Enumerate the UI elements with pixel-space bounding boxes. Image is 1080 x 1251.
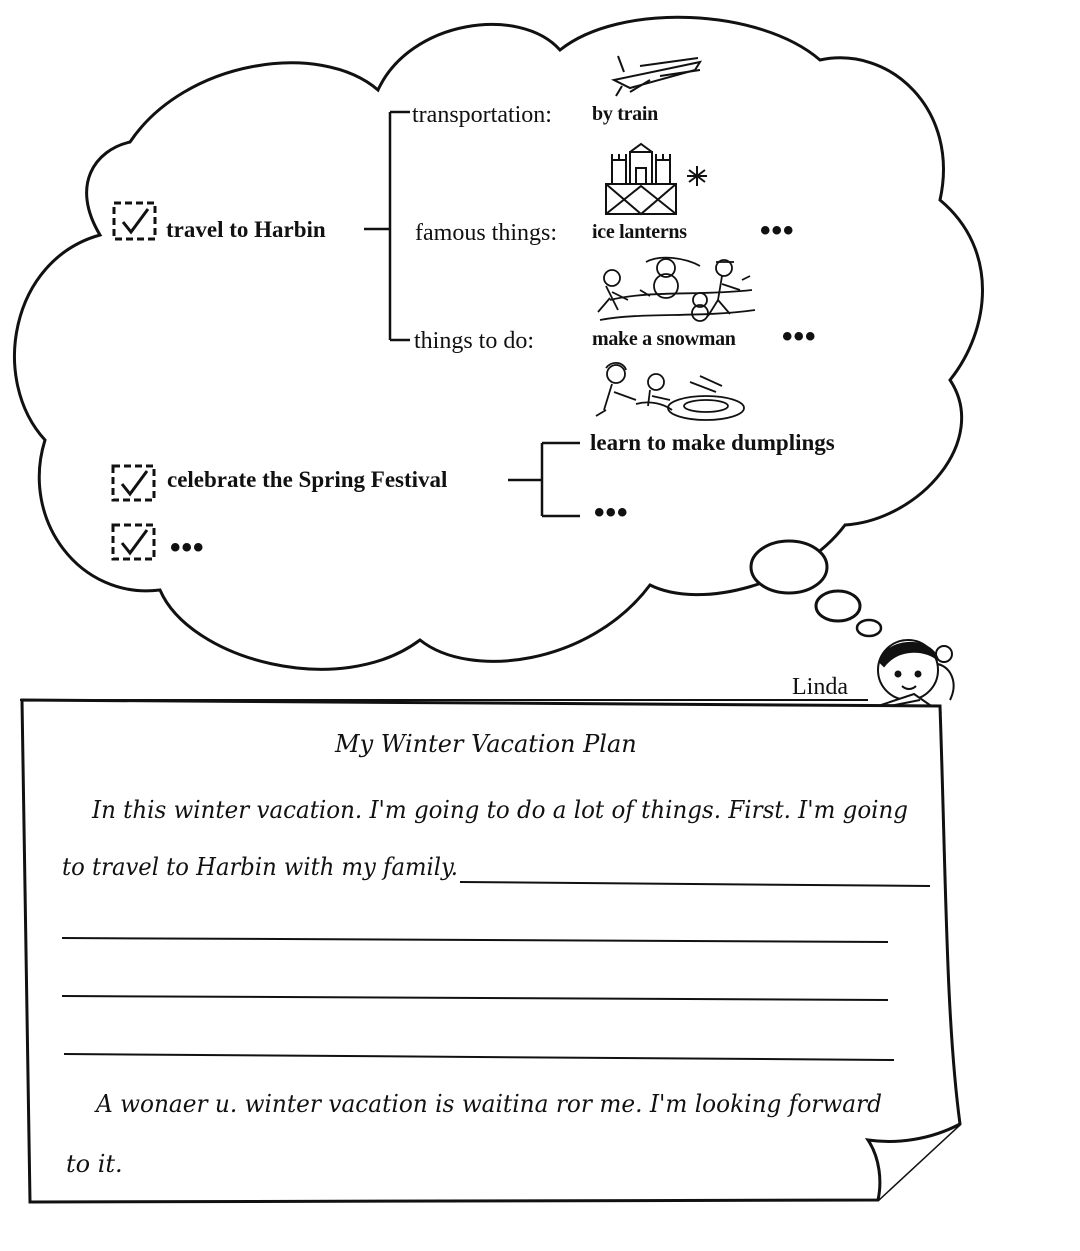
branch-value-make-snowman: make a snowman xyxy=(592,328,736,350)
branch-more-famous: ••• xyxy=(760,214,795,247)
family-dumplings-icon xyxy=(595,362,745,421)
note-line-1: In this winter vacation. I'm going to do… xyxy=(91,796,908,824)
item-travel-label: travel to Harbin xyxy=(166,217,326,242)
checkbox-travel xyxy=(112,201,157,241)
writing-line-4[interactable] xyxy=(63,1053,895,1061)
branch-more-todo: ••• xyxy=(782,320,817,353)
writing-line-1[interactable] xyxy=(459,881,931,887)
thought-bubble-medium xyxy=(814,589,862,623)
branch-key-transportation: transportation: xyxy=(412,102,552,128)
note-closing-line-2: to it. xyxy=(66,1150,123,1178)
item-more-label: ••• xyxy=(170,531,205,564)
thought-cloud xyxy=(13,15,984,671)
thought-bubble-small xyxy=(855,618,883,638)
train-icon xyxy=(610,55,703,97)
branch-key-things-to-do: things to do: xyxy=(414,328,534,354)
travel-branch-bracket xyxy=(364,110,410,342)
branch-value-ice-lanterns: ice lanterns xyxy=(592,221,687,243)
branch-value-dumplings: learn to make dumplings xyxy=(590,430,835,455)
thought-bubble-large xyxy=(749,539,829,595)
writing-line-3[interactable] xyxy=(61,995,889,1001)
ice-lantern-castle-icon xyxy=(605,142,707,216)
writing-line-2[interactable] xyxy=(61,937,889,943)
character-name: Linda xyxy=(792,674,848,700)
note-line-2: to travel to Harbin with my family. xyxy=(62,853,458,881)
branch-more-spring: ••• xyxy=(594,496,629,529)
branch-value-by-train: by train xyxy=(592,103,658,125)
note-curled-corner xyxy=(864,1122,961,1201)
note-title: My Winter Vacation Plan xyxy=(334,730,637,758)
children-snowman-icon xyxy=(597,256,756,322)
checkbox-spring-festival xyxy=(111,464,156,502)
item-spring-festival-label: celebrate the Spring Festival xyxy=(167,467,447,492)
spring-festival-branch-bracket xyxy=(508,441,580,518)
checkbox-more xyxy=(111,523,156,561)
note-closing-line-1: A wonaer u. winter vacation is waitina r… xyxy=(94,1090,882,1118)
branch-key-famous-things: famous things: xyxy=(415,220,557,246)
note-paper xyxy=(20,698,962,1204)
